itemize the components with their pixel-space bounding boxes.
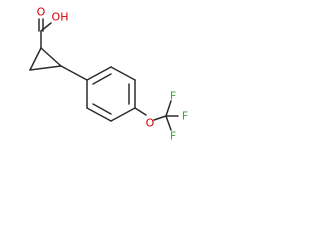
benzene-bond-4 [110, 107, 136, 122]
bond-cyclopropane-to-benzene [60, 65, 88, 81]
bond-c-oh [40, 22, 52, 32]
cyclopropane-bond-1 [29, 47, 42, 71]
benzene-bond-1 [86, 66, 112, 81]
benzene-bond-5 [86, 107, 112, 122]
bond-ring-to-ether-o [134, 107, 147, 116]
atom-label-fluorine-bottom: F [170, 130, 176, 143]
benzene-double-bond-3 [92, 103, 112, 115]
cyclopropane-ring [29, 47, 62, 71]
atom-label-fluorine-top: F [170, 90, 176, 103]
atom-label-fluorine-right: F [182, 110, 188, 123]
bond-c-f-top [165, 100, 172, 117]
carboxylic-acid-group [38, 18, 52, 49]
atom-label-carboxyl-oxygen: O [37, 6, 46, 19]
bond-c-f-bottom [165, 115, 172, 131]
benzene-ring [86, 66, 136, 122]
atom-label-ether-oxygen: O [146, 117, 155, 130]
benzene-bond-2 [110, 66, 136, 81]
atom-label-hydroxyl: OH [52, 11, 69, 24]
benzene-double-bond-1 [92, 73, 112, 85]
trifluoromethoxy-group [134, 100, 179, 131]
bond-ether-o-to-cf3 [153, 115, 167, 121]
cyclopropane-bond-2 [29, 65, 62, 71]
cyclopropane-bond-3 [40, 47, 62, 67]
chemical-structure: O OH O F F F [29, 6, 188, 143]
